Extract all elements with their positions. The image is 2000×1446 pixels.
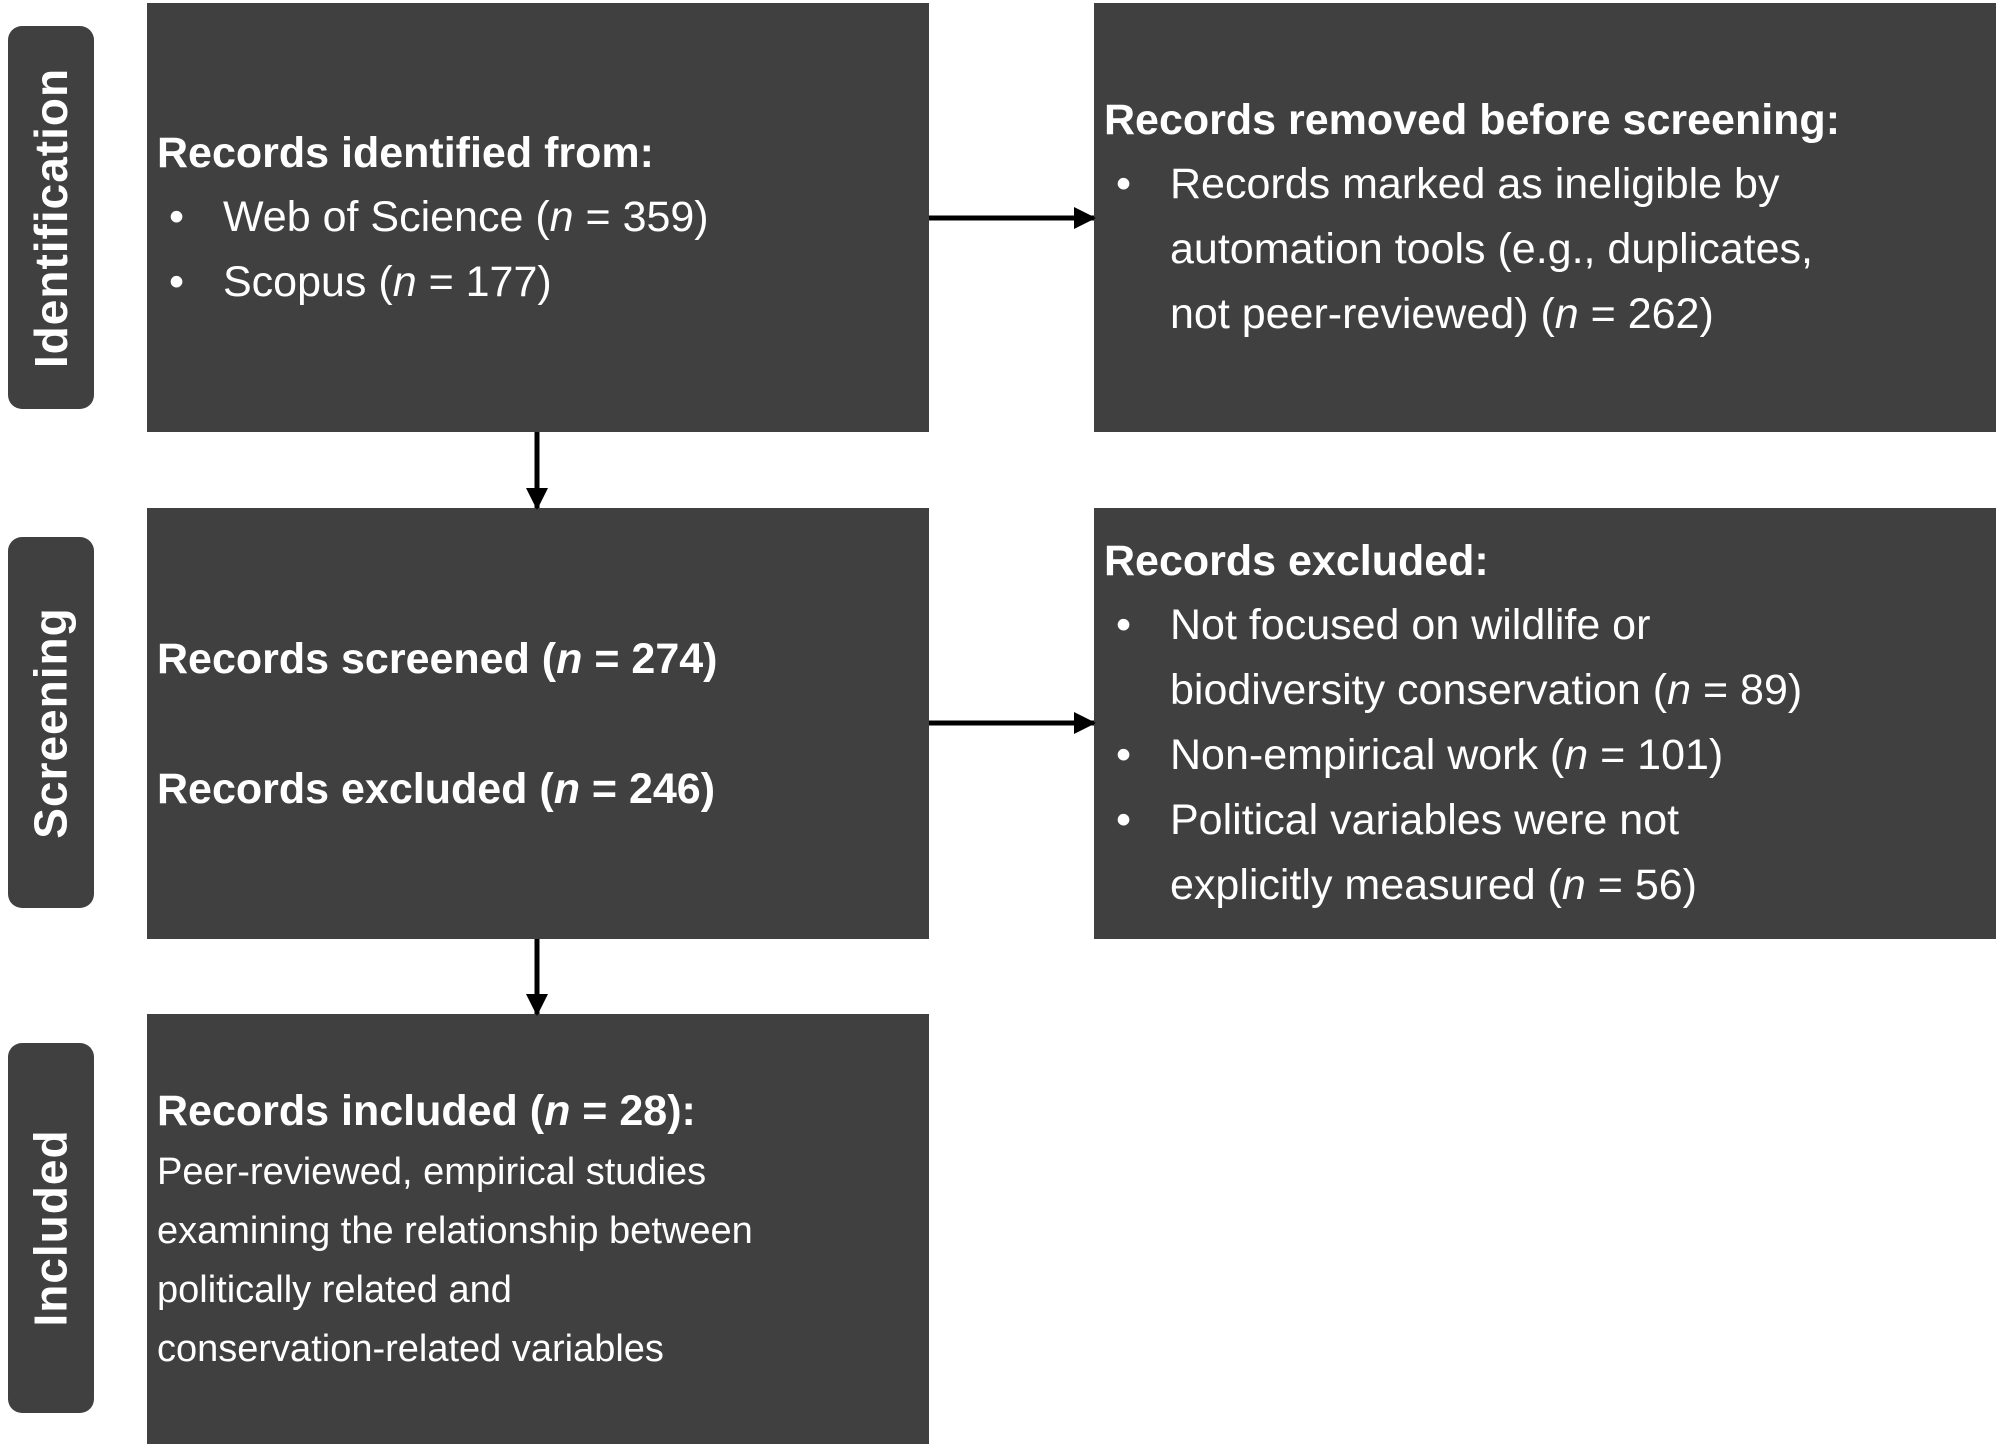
bullet-text: Scopus (n = 177) [223, 250, 552, 315]
bullet-line: Records marked as ineligible by [1170, 160, 1780, 208]
bullet-line: explicitly measured (n = 56) [1170, 853, 1697, 918]
records-screened: Records screened (n = 274) [157, 634, 718, 683]
bullet-count: = 177) [416, 257, 552, 306]
bullet-icon: • [169, 257, 185, 306]
description-line: conservation-related variables [157, 1328, 664, 1370]
bullet-line: not peer-reviewed) (n = 262) [1170, 282, 1813, 347]
bullet-line: Non-empirical work (n = 101) [1170, 723, 1723, 788]
removed-box: Records removed before screening: • Recor… [1094, 3, 1996, 432]
bullet-line: Political variables were not [1170, 796, 1680, 844]
bullet-icon: • [1116, 601, 1132, 649]
bullet-text-pre: biodiversity conservation ( [1170, 666, 1668, 714]
bullet-text-pre: Non-empirical work ( [1170, 731, 1565, 779]
n-symbol: n [1564, 731, 1589, 779]
n-symbol: n [549, 192, 574, 241]
description-line: examining the relationship between [157, 1210, 753, 1252]
n-symbol: n [392, 257, 417, 306]
bullet-icon: • [1116, 796, 1132, 844]
bullet-count: = 89) [1691, 666, 1803, 714]
bullet-count: = 101) [1588, 731, 1724, 779]
bullet-text: Non-empirical work (n = 101) [1170, 723, 1723, 788]
bullet-line: Web of Science (n = 359) [223, 185, 709, 250]
stage-identification: Identification [8, 26, 94, 409]
n-symbol: n [1667, 666, 1692, 714]
n-symbol: n [1554, 290, 1579, 338]
bullet-text: Not focused on wildlife or biodiversity c… [1170, 593, 1802, 723]
excluded-heading: Records excluded: [1104, 537, 1489, 585]
bullet-icon: • [169, 192, 185, 241]
bullet-item: • Political variables were not explicitly … [1104, 788, 1996, 918]
removed-heading: Records removed before screening: [1104, 96, 1841, 144]
identification-box: Records identified from: • Web of Science… [147, 3, 929, 432]
excluded-box: Records excluded: • Not focused on wildli… [1094, 508, 1996, 939]
bullet-icon: • [1116, 731, 1132, 779]
bullet-item: • Web of Science (n = 359) [157, 185, 929, 250]
bullet-count: = 359) [573, 192, 709, 241]
n-symbol: n [1561, 861, 1586, 909]
bullet-line: Scopus (n = 177) [223, 250, 552, 315]
bullet-item: • Scopus (n = 177) [157, 250, 929, 315]
included-heading: Records included (n = 28): [157, 1087, 696, 1135]
bullet-text: Web of Science (n = 359) [223, 185, 709, 250]
screening-box: Records screened (n = 274) Records exclu… [147, 508, 929, 939]
identification-bullets: •Web of Science (n = 359)•Scopus (n = 17… [157, 185, 929, 315]
bullet-text: Records marked as ineligible by automatio… [1170, 152, 1813, 347]
description-line: Peer-reviewed, empirical studies [157, 1151, 707, 1193]
identification-heading: Records identified from: [157, 128, 654, 177]
bullet-item: • Not focused on wildlife or biodiversity … [1104, 593, 1996, 723]
bullet-count: = 56) [1585, 861, 1697, 909]
records-excluded-count: Records excluded (n = 246) [157, 764, 716, 813]
bullet-count: = 262) [1578, 290, 1714, 338]
bullet-text-pre: explicitly measured ( [1170, 861, 1562, 909]
bullet-text-pre: Scopus ( [223, 257, 393, 306]
bullet-text-pre: not peer-reviewed) ( [1170, 290, 1555, 338]
description-line: politically related and [157, 1269, 512, 1311]
bullet-line: biodiversity conservation (n = 89) [1170, 658, 1802, 723]
stage-screening: Screening [8, 537, 94, 908]
bullet-text: Political variables were not explicitly m… [1170, 788, 1697, 918]
included-box: Records included (n = 28): Peer-reviewed… [147, 1014, 929, 1444]
bullet-text-pre: Web of Science ( [223, 192, 550, 241]
stage-included: Included [8, 1043, 94, 1413]
bullet-item: • Non-empirical work (n = 101) [1104, 723, 1996, 788]
bullet-line: Not focused on wildlife or [1170, 601, 1651, 649]
removed-bullets: • Records marked as ineligible by automati… [1104, 152, 1996, 347]
bullet-item: • Records marked as ineligible by automati… [1104, 152, 1996, 347]
bullet-icon: • [1116, 160, 1132, 208]
excluded-bullets: • Not focused on wildlife or biodiversity … [1104, 593, 1996, 918]
included-description: Peer-reviewed, empirical studies examinin… [157, 1143, 929, 1379]
bullet-line: automation tools (e.g., duplicates, [1170, 225, 1813, 273]
